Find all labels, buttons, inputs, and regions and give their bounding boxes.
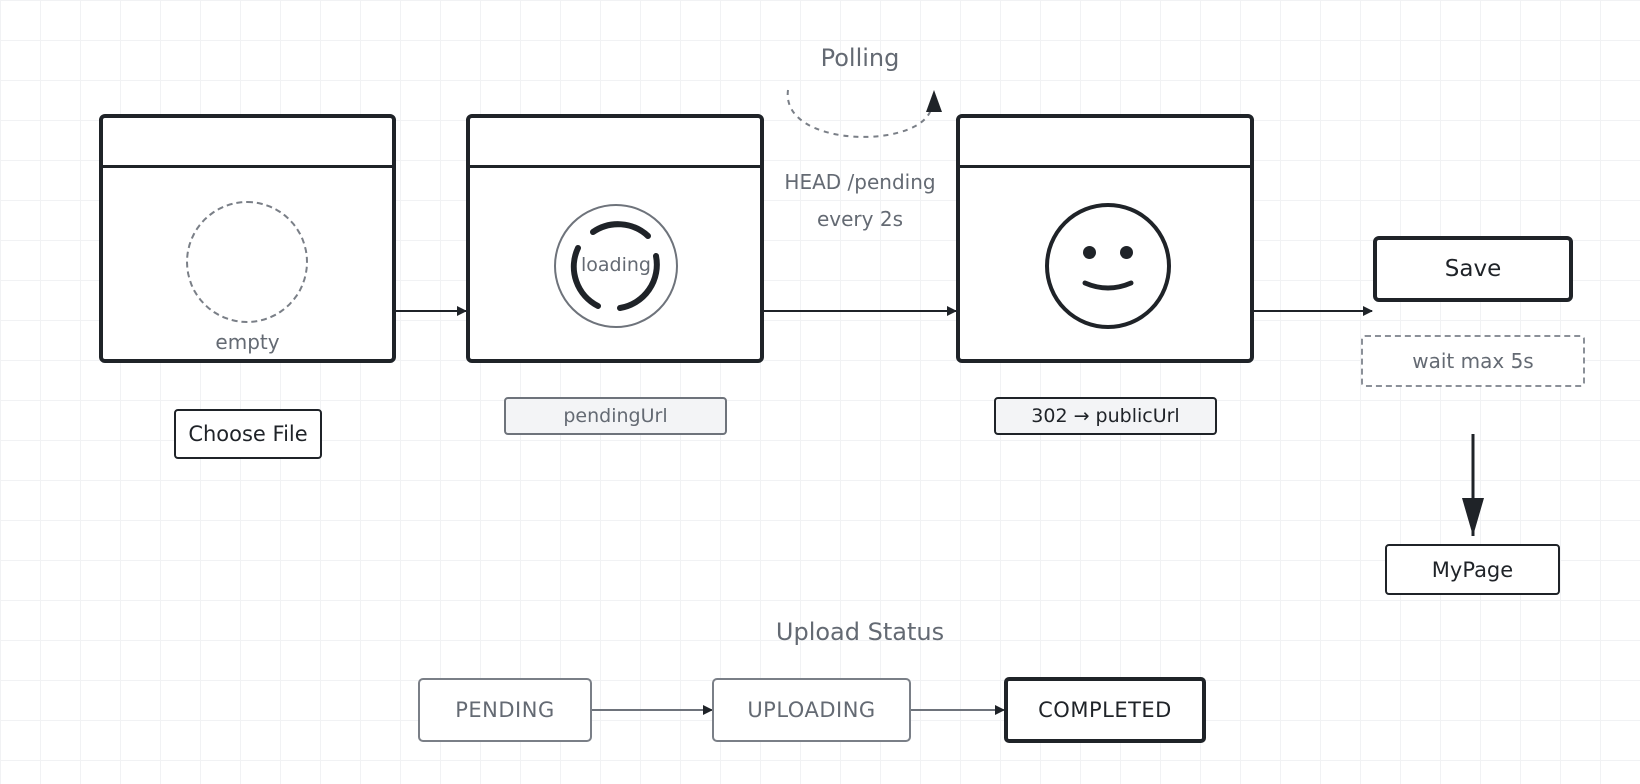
status-completed: COMPLETED [1004,677,1206,743]
public-url-chip: 302 → publicUrl [994,397,1217,435]
smiley-face-icon [1045,203,1171,329]
mypage-box[interactable]: MyPage [1385,544,1560,595]
save-button[interactable]: Save [1373,236,1573,302]
loading-spinner: loading [554,204,678,328]
screen-loading: loading [466,114,764,363]
screen-titlebar [960,118,1250,168]
polling-loop-arrow [786,89,933,138]
upload-status-title: Upload Status [775,618,945,646]
polling-interval: every 2s [816,207,903,231]
smiley-mouth [1082,280,1134,291]
smiley-left-eye [1083,246,1096,259]
choose-file-button[interactable]: Choose File [174,409,322,459]
screen-empty: empty [99,114,396,363]
wait-note: wait max 5s [1361,335,1585,387]
status-uploading: UPLOADING [712,678,911,742]
screen-titlebar [103,118,392,168]
polling-loop-arrowhead [926,90,942,112]
screen-success [956,114,1254,363]
loading-label: loading [581,254,651,276]
spinner-icon [570,221,660,311]
pending-url-chip: pendingUrl [504,397,727,435]
polling-title: Polling [820,44,900,72]
empty-placeholder-circle [186,201,308,323]
polling-request: HEAD /pending [784,170,936,194]
status-pending: PENDING [418,678,592,742]
smiley-right-eye [1120,246,1133,259]
screen-titlebar [470,118,760,168]
arrow-save-mypage-head [1462,498,1484,536]
empty-caption: empty [215,330,280,354]
